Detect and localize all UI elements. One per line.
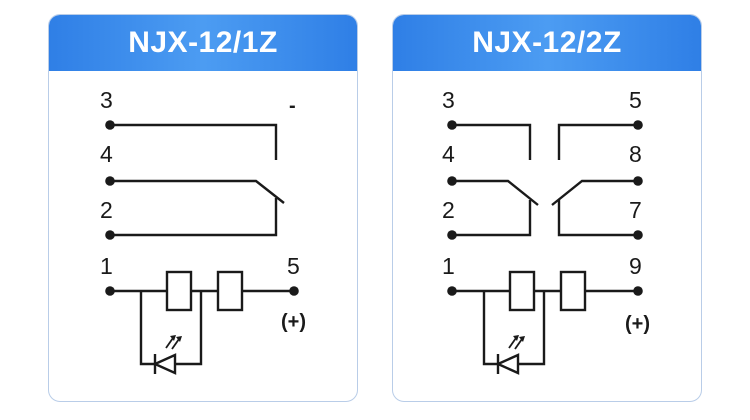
card-header: NJX-12/2Z [393, 15, 701, 71]
model-card-njx-12-2z: NJX-12/2Z [392, 14, 702, 402]
model-title: NJX-12/1Z [128, 26, 278, 59]
model-card-njx-12-1z: NJX-12/1Z [48, 14, 358, 402]
card-header: NJX-12/1Z [49, 15, 357, 71]
model-title: NJX-12/2Z [472, 26, 622, 59]
